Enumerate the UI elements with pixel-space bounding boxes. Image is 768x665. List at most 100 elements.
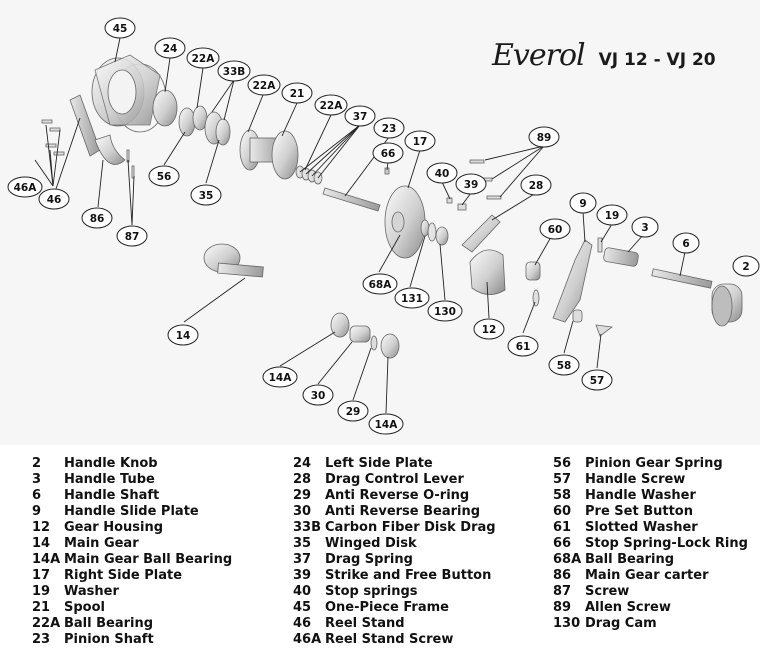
- part-61-slotted-washer: [532, 289, 540, 307]
- svg-text:131: 131: [401, 293, 423, 305]
- legend-part-name: Reel Stand Screw: [325, 632, 454, 647]
- callout-58: 58: [548, 354, 580, 376]
- legend-part-name: Drag Control Lever: [325, 472, 464, 487]
- part-30-anti-reverse-bearing: [349, 325, 371, 343]
- legend-part-name: Handle Shaft: [64, 488, 160, 503]
- part-58-handle-washer: [572, 309, 583, 323]
- callout-130: 130: [427, 300, 463, 322]
- callout-33b: 33B: [217, 60, 251, 82]
- svg-text:14A: 14A: [375, 419, 399, 431]
- legend-part-number: 57: [553, 472, 572, 487]
- part-2-handle-knob: [711, 283, 743, 327]
- legend-item: 28 Drag Control Lever: [293, 472, 496, 488]
- callout-9: 9: [569, 192, 597, 214]
- legend-part-number: 28: [293, 472, 312, 487]
- legend-part-number: 9: [32, 504, 42, 519]
- legend-part-number: 2: [32, 456, 42, 471]
- legend-part-number: 12: [32, 520, 51, 535]
- part-28-drag-control-lever: [461, 214, 501, 253]
- svg-text:66: 66: [381, 148, 396, 160]
- legend-part-number: 6: [32, 488, 42, 503]
- svg-text:29: 29: [346, 406, 361, 418]
- legend-part-name: Drag Spring: [325, 552, 413, 567]
- svg-text:21: 21: [290, 88, 305, 100]
- part-56-pinion-gear-spring: [178, 107, 196, 137]
- legend-part-number: 61: [553, 520, 572, 535]
- svg-text:2: 2: [742, 261, 749, 273]
- part-29-o-ring: [370, 335, 378, 351]
- part-19-washer: [597, 237, 603, 253]
- legend-part-number: 40: [293, 584, 312, 599]
- legend-part-name: Slotted Washer: [585, 520, 698, 535]
- part-12-gear-housing: [469, 249, 506, 295]
- svg-text:86: 86: [90, 213, 105, 225]
- legend-part-number: 24: [293, 456, 312, 471]
- legend-part-name: Anti Reverse O-ring: [325, 488, 470, 503]
- svg-text:24: 24: [163, 43, 178, 55]
- svg-text:3: 3: [641, 222, 648, 234]
- part-3-handle-tube: [603, 247, 639, 267]
- legend-part-number: 58: [553, 488, 572, 503]
- legend-part-number: 37: [293, 552, 312, 567]
- legend-part-number: 46A: [293, 632, 322, 647]
- callout-61: 61: [507, 335, 539, 357]
- svg-text:58: 58: [557, 360, 572, 372]
- callout-30: 30: [302, 384, 334, 406]
- part-21-spool: [239, 129, 299, 180]
- callout-86: 86: [81, 207, 113, 229]
- svg-text:14A: 14A: [269, 372, 293, 384]
- legend-item: 6 Handle Shaft: [32, 488, 232, 504]
- callout-19: 19: [596, 204, 628, 226]
- legend-part-name: Main Gear: [64, 536, 139, 551]
- callout-57: 57: [581, 369, 613, 391]
- svg-text:89: 89: [537, 132, 552, 144]
- svg-text:130: 130: [434, 306, 456, 318]
- legend-part-name: Spool: [64, 600, 105, 615]
- callout-28: 28: [520, 174, 552, 196]
- legend-part-name: Winged Disk: [325, 536, 417, 551]
- legend-part-name: Allen Screw: [585, 600, 671, 615]
- legend-part-number: 17: [32, 568, 51, 583]
- callout-131: 131: [394, 287, 430, 309]
- svg-text:22A: 22A: [320, 100, 344, 112]
- callout-37: 37: [344, 105, 376, 127]
- svg-text:33B: 33B: [223, 66, 246, 78]
- svg-text:56: 56: [157, 171, 172, 183]
- legend-part-number: 23: [32, 632, 51, 647]
- legend-part-number: 33B: [293, 520, 321, 535]
- legend-part-name: Ball Bearing: [64, 616, 154, 631]
- part-130-drag-cam: [435, 226, 449, 246]
- legend-item: 61 Slotted Washer: [553, 520, 748, 536]
- callout-89: 89: [528, 126, 560, 148]
- svg-text:87: 87: [125, 231, 140, 243]
- legend-part-number: 89: [553, 600, 572, 615]
- legend-part-name: Washer: [64, 584, 119, 599]
- svg-text:9: 9: [579, 198, 586, 210]
- callout-87: 87: [116, 225, 148, 247]
- legend-part-number: 46: [293, 616, 312, 631]
- callout-17: 17: [404, 130, 436, 152]
- callout-3: 3: [631, 216, 659, 238]
- legend-part-number: 130: [553, 616, 581, 631]
- svg-text:35: 35: [199, 190, 214, 202]
- legend-part-name: Strike and Free Button: [325, 568, 492, 583]
- callout-39: 39: [455, 173, 487, 195]
- legend-part-name: Handle Tube: [64, 472, 155, 487]
